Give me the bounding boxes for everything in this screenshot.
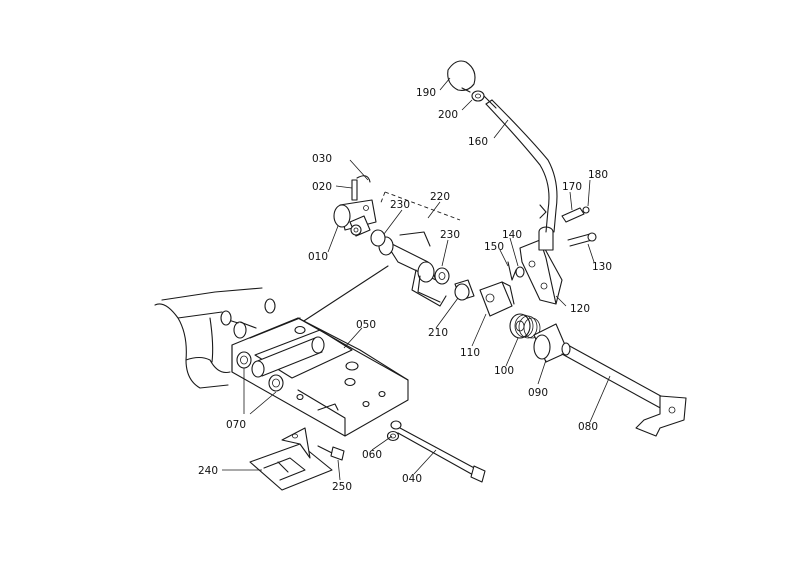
spring-100: [509, 313, 541, 339]
washer-140: [515, 266, 525, 278]
label-150: 150: [484, 241, 504, 253]
label-250: 250: [332, 481, 352, 493]
collars-230: [434, 267, 450, 285]
part-labels: 190 200 160 170 180 030 020 220 230 230 …: [198, 87, 612, 493]
shift-lever-160: [485, 99, 558, 233]
knob-190: [447, 60, 476, 93]
pin-170: [561, 207, 585, 223]
label-020: 020: [312, 181, 332, 193]
bushings-070: [236, 351, 284, 392]
label-180: 180: [588, 169, 608, 181]
link-rod: [289, 265, 389, 331]
bolt-040: [386, 420, 486, 483]
label-140: 140: [502, 229, 522, 241]
label-160: 160: [468, 136, 488, 148]
pin-130: [567, 232, 597, 247]
clip-150: [507, 261, 517, 281]
label-190: 190: [416, 87, 436, 99]
bracket-plate-050: [231, 317, 409, 437]
nut-200: [471, 90, 497, 109]
label-050: 050: [356, 319, 376, 331]
label-170: 170: [562, 181, 582, 193]
shift-bracket-120: [519, 226, 563, 305]
label-040: 040: [402, 473, 422, 485]
label-030: 030: [312, 153, 332, 165]
label-120: 120: [570, 303, 590, 315]
shaft-080: [561, 342, 687, 437]
label-210: 210: [428, 327, 448, 339]
bushing-210: [454, 279, 475, 301]
block-110: [479, 281, 515, 317]
sleeve-090: [533, 323, 569, 363]
pin-180: [582, 206, 590, 214]
pivot-010: [333, 175, 377, 237]
label-080: 080: [578, 421, 598, 433]
label-070: 070: [226, 419, 246, 431]
label-010: 010: [308, 251, 328, 263]
label-220: 220: [430, 191, 450, 203]
label-130: 130: [592, 261, 612, 273]
step-bracket-240: [249, 427, 345, 491]
label-200: 200: [438, 109, 458, 121]
label-230-lower: 230: [440, 229, 460, 241]
pedal-arm-220: [370, 191, 461, 307]
tractor-body-outline: [154, 287, 276, 389]
label-060: 060: [362, 449, 382, 461]
leader-lines: [222, 77, 611, 481]
label-240: 240: [198, 465, 218, 477]
label-110: 110: [460, 347, 480, 359]
label-100: 100: [494, 365, 514, 377]
label-090: 090: [528, 387, 548, 399]
label-230-upper: 230: [390, 199, 410, 211]
